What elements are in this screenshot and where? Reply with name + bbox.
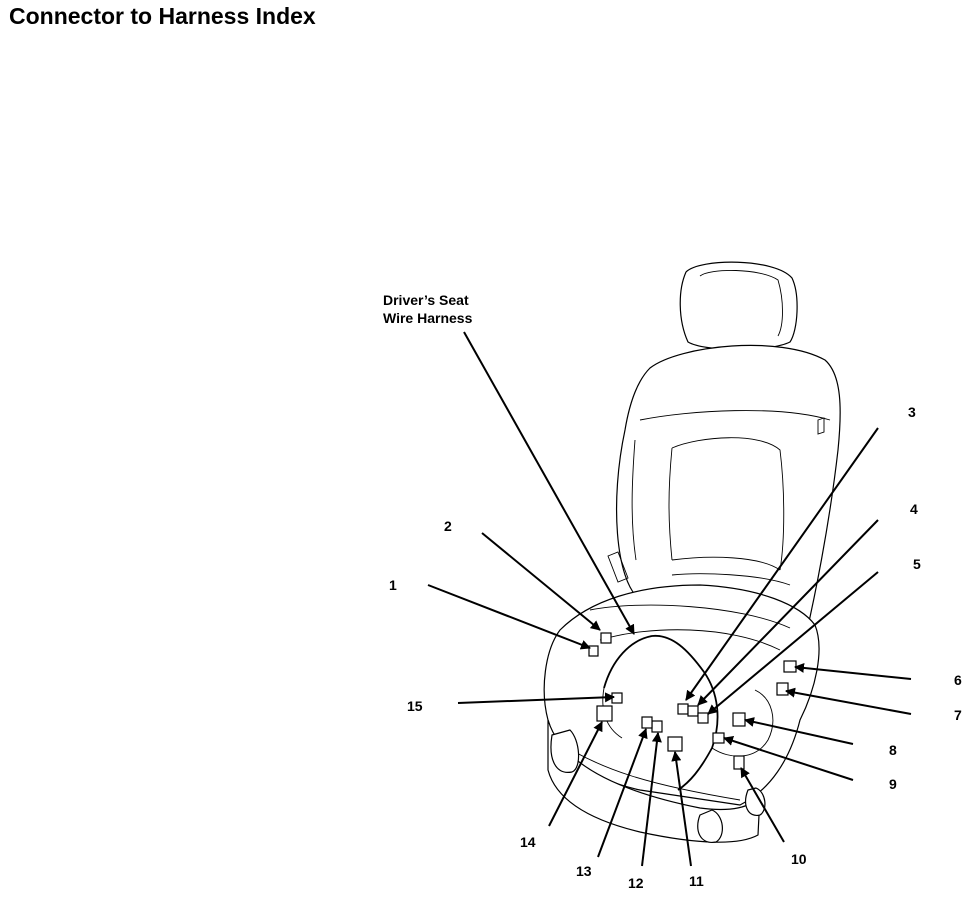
leader-10 (740, 767, 785, 843)
callout-12: 12 (628, 875, 644, 891)
connector-10 (733, 755, 745, 770)
connectors (588, 632, 797, 770)
leader-1 (427, 584, 591, 650)
labels: Driver’s Seat Wire Harness 1 2 3 4 5 6 7… (383, 292, 962, 891)
leader-11 (671, 751, 692, 867)
connector-14 (596, 705, 613, 722)
callout-7: 7 (954, 707, 962, 723)
leader-7 (785, 687, 912, 715)
callout-15: 15 (407, 698, 423, 714)
connector-9 (712, 732, 725, 744)
callout-10: 10 (791, 851, 807, 867)
callout-1: 1 (389, 577, 397, 593)
callout-13: 13 (576, 863, 592, 879)
leader-3 (685, 427, 879, 701)
connector-2 (600, 632, 612, 644)
leader-9 (723, 736, 854, 781)
leader-14 (548, 721, 603, 827)
callout-2: 2 (444, 518, 452, 534)
connector-8 (732, 712, 746, 727)
connector-5 (697, 712, 709, 724)
leader-13 (597, 728, 648, 858)
leader-6 (794, 662, 912, 680)
page-title: Connector to Harness Index (9, 3, 316, 29)
headrest (679, 261, 798, 351)
callout-14: 14 (520, 834, 536, 850)
connector-4 (687, 705, 699, 717)
leader-4 (697, 519, 879, 706)
connector-3 (677, 703, 689, 715)
connector-1 (588, 645, 599, 657)
leader-15 (457, 692, 615, 704)
connector-13 (641, 716, 653, 729)
harness-label-line1: Driver’s Seat (383, 292, 469, 308)
connector-7 (776, 682, 789, 696)
callout-9: 9 (889, 776, 897, 792)
leader-2 (481, 532, 601, 631)
callout-11: 11 (689, 873, 704, 889)
leader-harness (463, 331, 635, 635)
connector-11 (667, 736, 683, 752)
leader-12 (641, 732, 662, 867)
seat-illustration (543, 261, 841, 843)
callout-4: 4 (910, 501, 918, 517)
leader-lines (427, 331, 912, 867)
leader-5 (707, 571, 879, 715)
callout-6: 6 (954, 672, 962, 688)
callout-3: 3 (908, 404, 916, 420)
connector-6 (783, 660, 797, 673)
callout-8: 8 (889, 742, 897, 758)
harness-label-line2: Wire Harness (383, 310, 473, 326)
leader-8 (744, 717, 854, 745)
callout-5: 5 (913, 556, 921, 572)
connector-12 (651, 720, 663, 733)
seat-back (615, 344, 841, 661)
